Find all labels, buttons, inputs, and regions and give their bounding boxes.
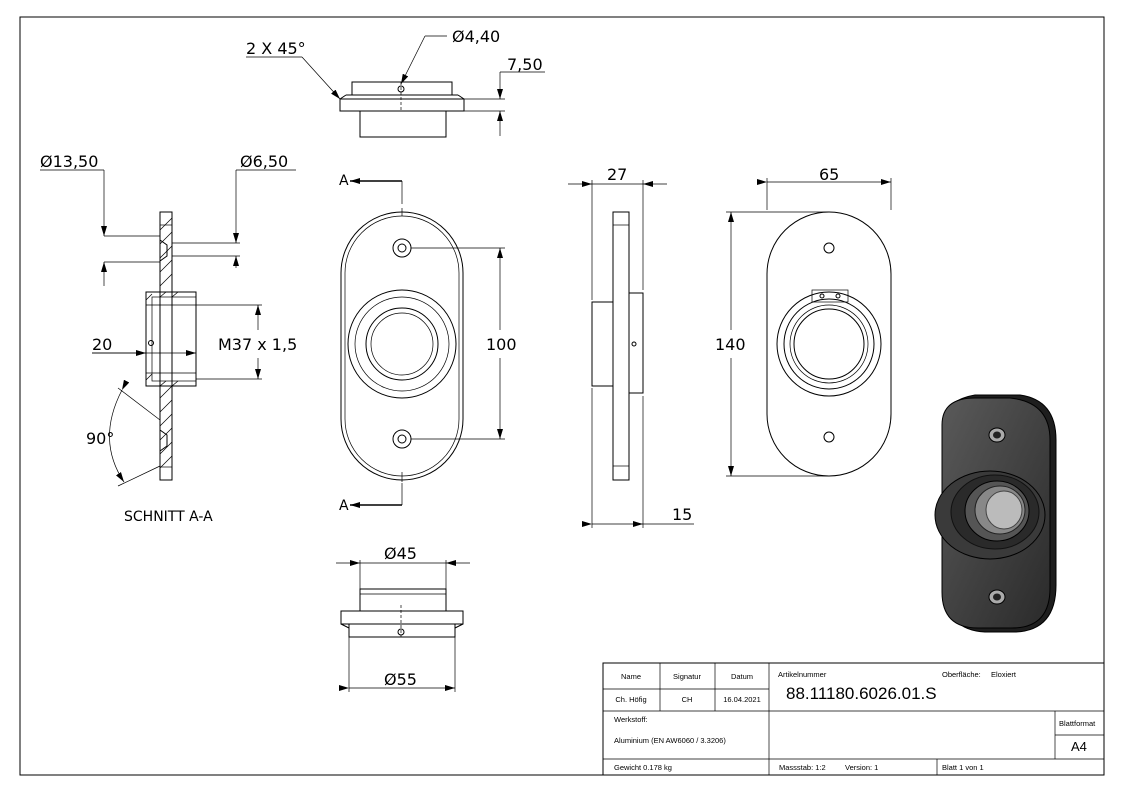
- angle-90-label: 90°: [86, 429, 114, 448]
- section-title: SCHNITT A-A: [124, 509, 213, 525]
- section-marker-top: A: [339, 173, 349, 189]
- blattformat-label: Blattformat: [1059, 719, 1096, 728]
- artikelnummer-value: 88.11180.6026.01.S: [786, 684, 937, 703]
- top-view: [246, 35, 545, 138]
- name-value: Ch. Höfig: [615, 695, 646, 704]
- depth-20-label: 20: [92, 335, 112, 354]
- thread-label: M37 x 1,5: [218, 335, 297, 354]
- artikelnummer-label: Artikelnummer: [778, 670, 827, 679]
- section-view: [40, 169, 296, 487]
- side-view: [568, 180, 694, 528]
- datum-value: 16.04.2021: [723, 695, 761, 704]
- back-view: [726, 178, 892, 477]
- side-width-label: 27: [607, 165, 627, 184]
- section-marker-bottom: A: [339, 498, 349, 514]
- col-signatur-header: Signatur: [673, 672, 701, 681]
- signatur-value: CH: [682, 695, 693, 704]
- dia-13-50-label: Ø13,50: [40, 152, 98, 171]
- front-view: [340, 178, 505, 508]
- gewicht-value: Gewicht 0.178 kg: [614, 763, 672, 772]
- werkstoff-label: Werkstoff:: [614, 715, 647, 724]
- oberflaeche-value: Eloxiert: [991, 670, 1017, 679]
- hole-dia-top-label: Ø4,40: [452, 27, 500, 46]
- overall-width-label: 65: [819, 165, 839, 184]
- isometric-view: [934, 394, 1057, 633]
- dia-55-label: Ø55: [384, 670, 417, 689]
- col-datum-header: Datum: [731, 672, 753, 681]
- hole-spacing-label: 100: [486, 335, 517, 354]
- oberflaeche-label: Oberfläche:: [942, 670, 981, 679]
- dia-6-50-label: Ø6,50: [240, 152, 288, 171]
- blattformat-value: A4: [1071, 739, 1087, 754]
- top-height-label: 7,50: [507, 55, 543, 74]
- massstab-value: Massstab: 1:2: [779, 763, 826, 772]
- blatt-value: Blatt 1 von 1: [942, 763, 984, 772]
- chamfer-label: 2 X 45°: [246, 39, 306, 58]
- werkstoff-value: Aluminium (EN AW6060 / 3.3206): [614, 736, 726, 745]
- bottom-view: [336, 560, 470, 692]
- title-block: [602, 662, 1105, 776]
- overall-height-label: 140: [715, 335, 746, 354]
- dia-45-label: Ø45: [384, 544, 417, 563]
- col-name-header: Name: [621, 672, 641, 681]
- version-value: Version: 1: [845, 763, 878, 772]
- side-thickness-label: 15: [672, 505, 692, 524]
- drawing-frame: [19, 16, 1105, 776]
